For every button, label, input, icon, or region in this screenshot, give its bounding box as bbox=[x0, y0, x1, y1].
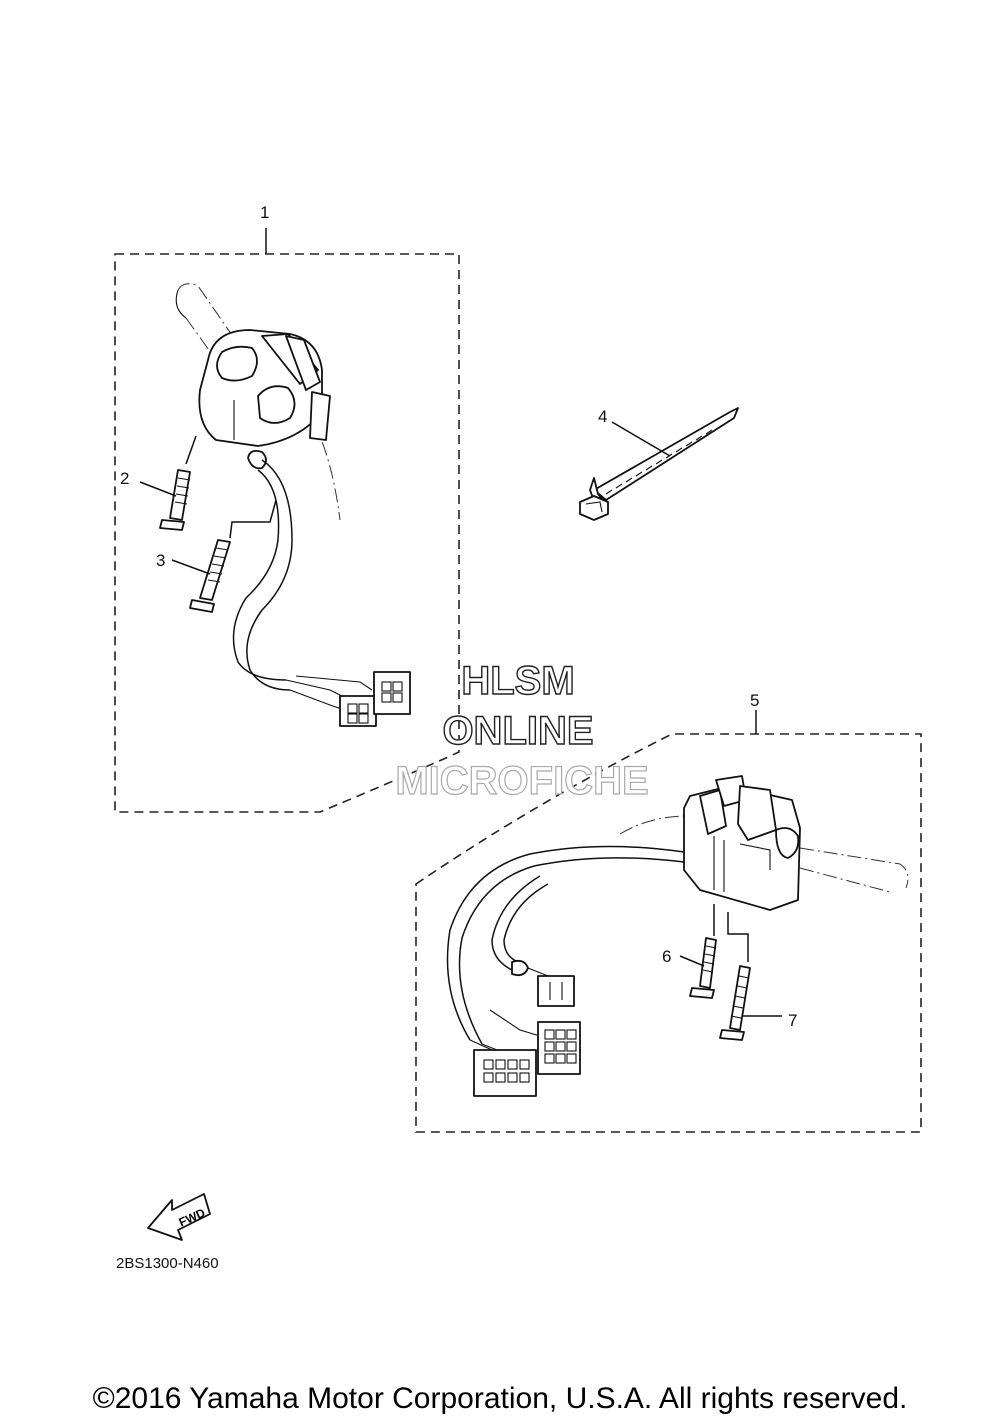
right-switch-assembly-group: 5 bbox=[415, 691, 922, 1133]
watermark-line-2: ONLINE bbox=[442, 709, 593, 753]
callout-2[interactable]: 2 bbox=[120, 469, 129, 488]
left-connector-a[interactable] bbox=[339, 695, 377, 727]
screw-7[interactable] bbox=[719, 965, 751, 1041]
left-connector-b[interactable] bbox=[373, 671, 411, 715]
left-wire-harness bbox=[232, 449, 373, 713]
assembly-5-boundary bbox=[415, 733, 922, 1133]
callout-1[interactable]: 1 bbox=[260, 203, 269, 222]
fwd-arrow-icon: FWD bbox=[147, 1193, 211, 1241]
diagram-code: 2BS1300-N460 bbox=[116, 1255, 219, 1272]
callout-5[interactable]: 5 bbox=[750, 691, 759, 710]
assembly-1-boundary bbox=[114, 253, 460, 813]
right-connector-a[interactable] bbox=[537, 1021, 581, 1075]
screw-2[interactable] bbox=[159, 469, 191, 531]
screw-3[interactable] bbox=[189, 539, 231, 613]
watermark: HLSM ONLINE MICROFICHE bbox=[395, 658, 650, 803]
copyright-notice: ©2016 Yamaha Motor Corporation, U.S.A. A… bbox=[93, 1382, 908, 1415]
callout-6[interactable]: 6 bbox=[662, 947, 671, 966]
screw-6[interactable] bbox=[689, 937, 717, 999]
watermark-line-1: HLSM bbox=[461, 659, 574, 703]
left-switch-assembly-group: 1 bbox=[114, 203, 460, 813]
callout-4[interactable]: 4 bbox=[598, 407, 607, 426]
watermark-line-3: MICROFICHE bbox=[395, 759, 648, 803]
left-switch-housing[interactable] bbox=[198, 329, 331, 447]
right-switch-housing[interactable] bbox=[683, 775, 801, 911]
right-connector-b[interactable] bbox=[473, 1049, 537, 1097]
right-connector-small[interactable] bbox=[537, 975, 575, 1007]
right-wire-harness bbox=[446, 845, 685, 1061]
callout-7[interactable]: 7 bbox=[788, 1011, 797, 1030]
callout-3[interactable]: 3 bbox=[156, 551, 165, 570]
